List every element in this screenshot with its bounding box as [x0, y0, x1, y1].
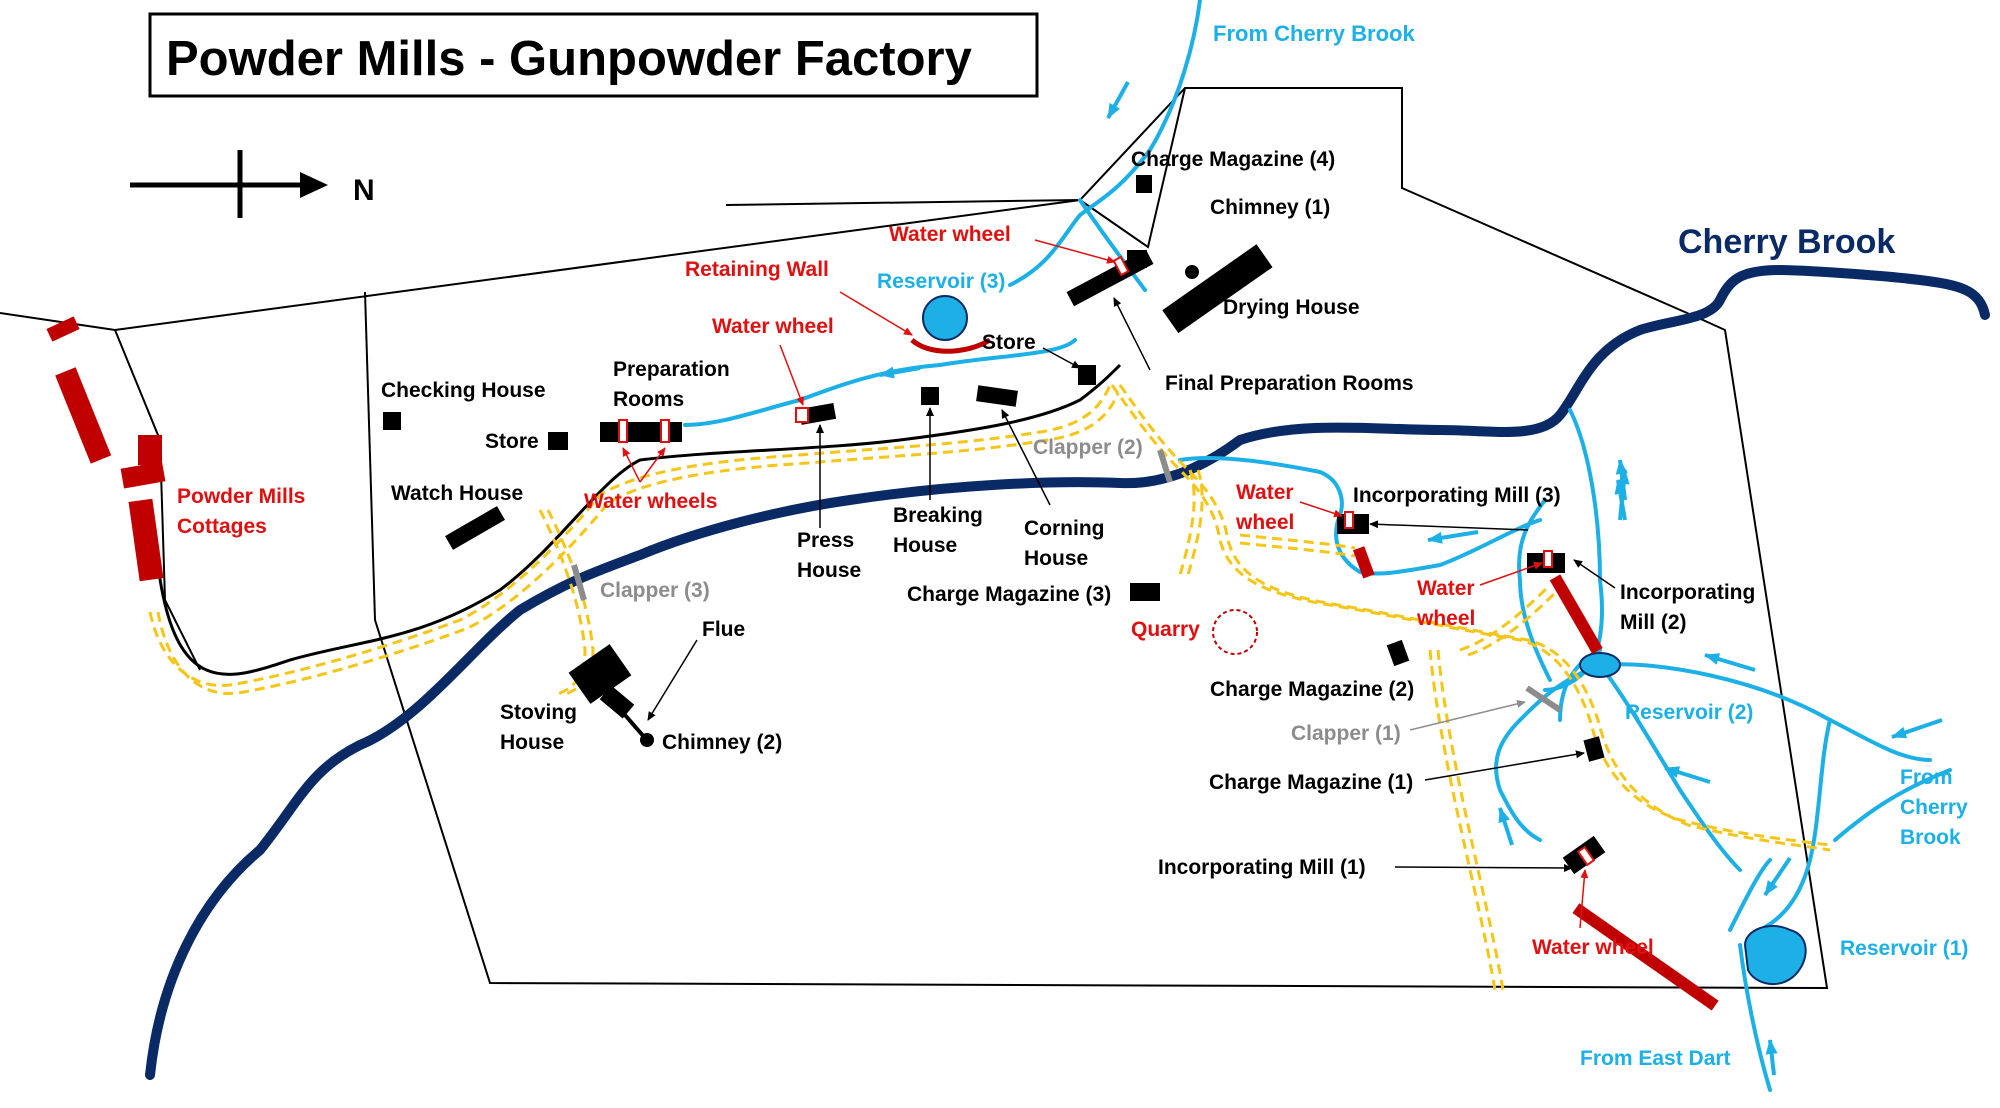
reservoir-1 — [1743, 925, 1807, 985]
quarry-symbol — [1212, 609, 1258, 655]
label-incorporating-mill-2-1: Incorporating — [1620, 581, 1755, 604]
clapper-2-symbol — [1157, 449, 1173, 483]
label-corning-house-2: House — [1024, 547, 1088, 570]
label-corning-house-1: Corning — [1024, 517, 1104, 540]
breaking-house — [921, 387, 939, 405]
label-water-wheel-prep: Water wheel — [712, 315, 834, 338]
label-press-house-1: Press — [797, 529, 854, 552]
clapper-1-symbol — [1525, 685, 1562, 713]
label-charge-magazine-3: Charge Magazine (3) — [907, 583, 1111, 606]
charge-magazine-4 — [1136, 175, 1152, 193]
charge-magazine-3 — [1130, 583, 1160, 601]
label-incorporating-mill-2-2: Mill (2) — [1620, 611, 1687, 634]
label-from-cherry-brook-right-2: Cherry — [1900, 796, 1968, 819]
label-incorporating-mill-3: Incorporating Mill (3) — [1353, 484, 1561, 507]
retaining-wall-symbol — [910, 337, 992, 354]
drying-house — [1162, 244, 1273, 334]
red-pointer-arrows — [622, 239, 1589, 929]
label-clapper-2: Clapper (2) — [1033, 436, 1143, 459]
label-store-upper: Store — [982, 331, 1036, 354]
label-quarry: Quarry — [1131, 618, 1200, 641]
label-retaining-wall: Retaining Wall — [685, 258, 829, 281]
label-stoving-house-1: Stoving — [500, 701, 577, 724]
label-press-house-2: House — [797, 559, 861, 582]
reservoir-2 — [1579, 652, 1621, 678]
label-final-preparation-rooms: Final Preparation Rooms — [1165, 372, 1414, 395]
label-water-wheel-inc2-1: Water — [1417, 577, 1475, 600]
label-reservoir-1: Reservoir (1) — [1840, 937, 1968, 960]
label-chimney-1: Chimney (1) — [1210, 196, 1330, 219]
label-cherry-brook: Cherry Brook — [1678, 223, 1895, 261]
pointer-arrows — [647, 297, 1616, 872]
label-reservoir-2: Reservoir (2) — [1625, 701, 1753, 724]
title-box — [148, 12, 1039, 98]
label-charge-magazine-4: Charge Magazine (4) — [1131, 148, 1335, 171]
north-arrow-icon — [130, 150, 328, 218]
label-preparation-rooms-2: Rooms — [613, 388, 684, 411]
powder-mills-cottages — [46, 316, 166, 582]
label-flue: Flue — [702, 618, 745, 641]
label-water-wheel-inc3-2: wheel — [1235, 511, 1294, 534]
reservoir-3 — [922, 295, 968, 341]
label-water-wheels: Water wheels — [584, 490, 717, 513]
store-upper — [1078, 365, 1096, 385]
label-breaking-house-2: House — [893, 534, 957, 557]
flue-line — [623, 713, 647, 740]
label-charge-magazine-1: Charge Magazine (1) — [1209, 771, 1413, 794]
incorporating-mill-3-leat — [1352, 546, 1375, 579]
label-chimney-2: Chimney (2) — [662, 731, 782, 754]
cherry-brook-river — [145, 264, 1990, 1080]
label-from-cherry-brook-right-3: Brook — [1900, 826, 1961, 849]
label-from-cherry-brook-top: From Cherry Brook — [1213, 21, 1415, 46]
clapper-3-symbol — [571, 564, 587, 601]
incorporating-mill-1-leat — [1572, 903, 1719, 1011]
clappers — [571, 449, 1562, 713]
label-water-wheel-inc3-1: Water — [1236, 481, 1294, 504]
page-title: Powder Mills - Gunpowder Factory — [166, 32, 972, 86]
label-water-wheel-inc2-2: wheel — [1416, 607, 1475, 630]
charge-magazine-1 — [1583, 736, 1605, 762]
flow-arrows — [879, 81, 1943, 1076]
charge-magazine-2 — [1386, 639, 1410, 667]
checking-house — [383, 412, 401, 430]
corning-house — [976, 385, 1018, 407]
label-clapper-1: Clapper (1) — [1291, 722, 1401, 745]
north-label: N — [353, 174, 375, 207]
label-water-wheel-top: Water wheel — [889, 223, 1011, 246]
label-from-east-dart: From East Dart — [1580, 1047, 1731, 1070]
label-water-wheel-inc1: Water wheel — [1532, 936, 1654, 959]
label-incorporating-mill-1: Incorporating Mill (1) — [1158, 856, 1366, 879]
watch-house — [445, 506, 505, 550]
label-breaking-house-1: Breaking — [893, 504, 983, 527]
road — [156, 363, 1122, 676]
tracks — [148, 384, 1831, 991]
label-powder-mills-cottages-2: Cottages — [177, 515, 267, 538]
label-powder-mills-cottages-1: Powder Mills — [177, 485, 305, 508]
label-preparation-rooms-1: Preparation — [613, 358, 730, 381]
label-checking-house: Checking House — [381, 379, 546, 402]
leats — [683, 0, 1952, 1092]
site-boundary — [0, 87, 1829, 990]
clapper-1-pointer — [1409, 700, 1526, 731]
store-left — [548, 432, 568, 450]
label-reservoir-3: Reservoir (3) — [877, 270, 1005, 293]
incorporating-mill-2-leat — [1549, 574, 1603, 654]
label-watch-house: Watch House — [391, 482, 523, 505]
label-drying-house: Drying House — [1223, 296, 1360, 319]
label-stoving-house-2: House — [500, 731, 564, 754]
label-from-cherry-brook-right-1: From — [1900, 766, 1953, 789]
label-charge-magazine-2: Charge Magazine (2) — [1210, 678, 1414, 701]
label-store-left: Store — [485, 430, 539, 453]
stoving-house — [568, 644, 632, 704]
chimney-1 — [1185, 265, 1199, 279]
label-clapper-3: Clapper (3) — [600, 579, 710, 602]
water-wheel-symbols — [618, 255, 1596, 867]
